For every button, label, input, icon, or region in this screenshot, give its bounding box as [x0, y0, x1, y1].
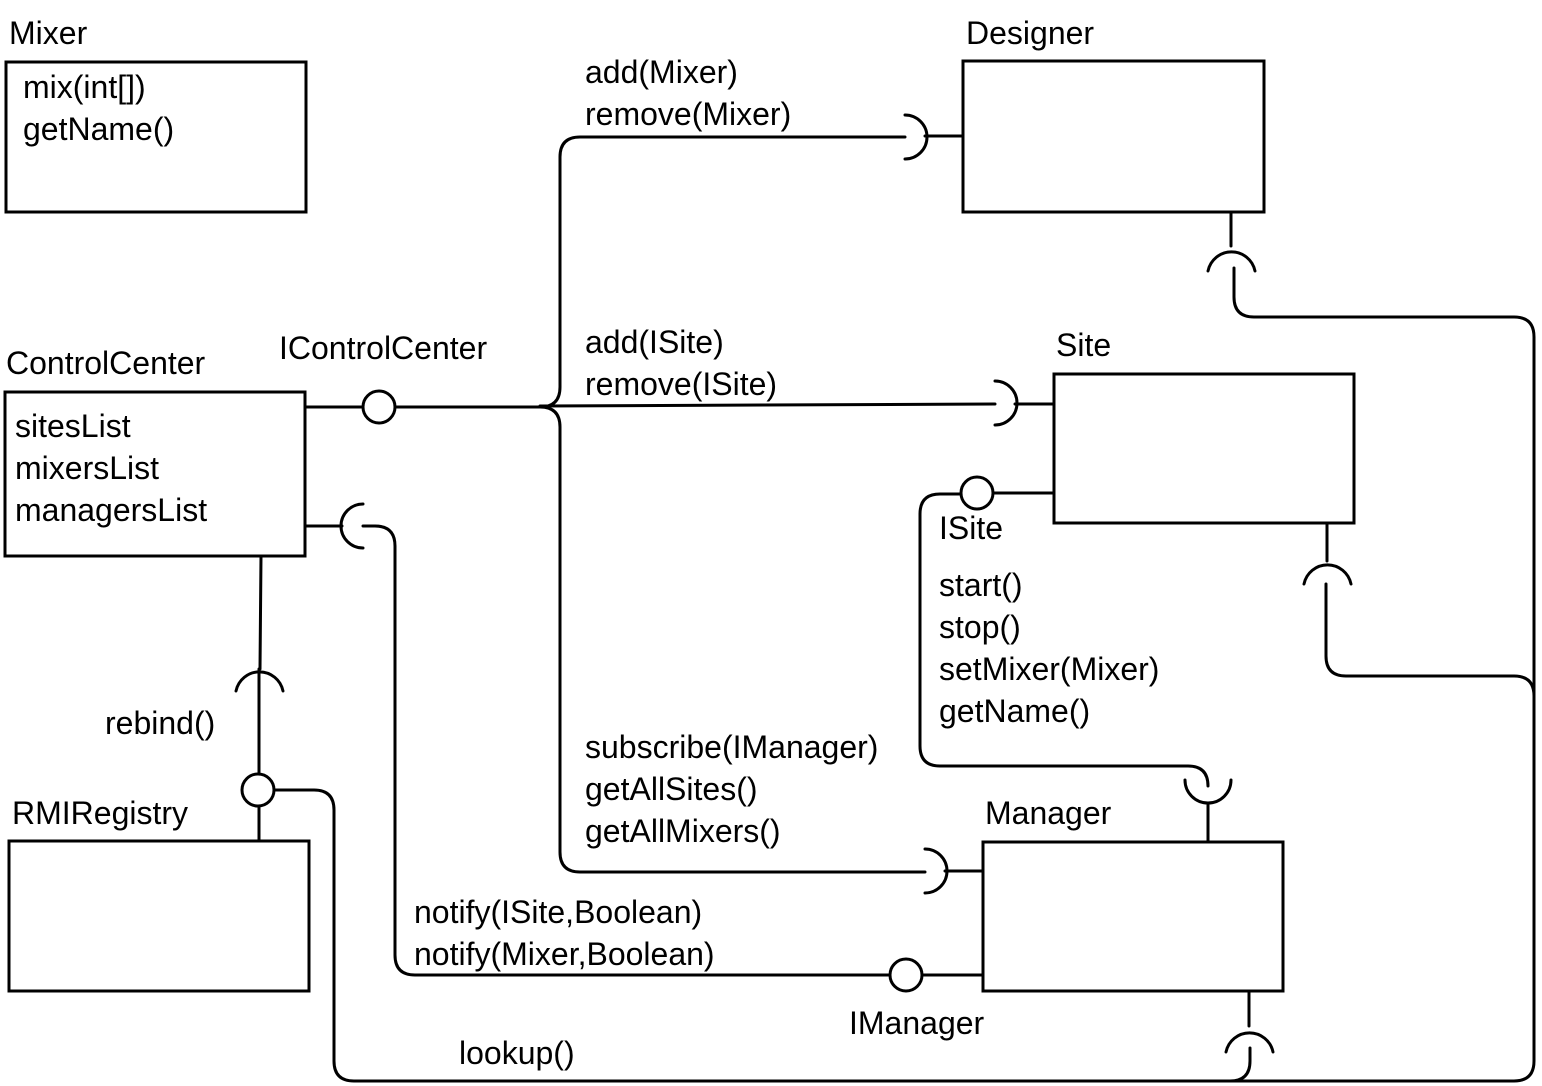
icontrolcenter-label: IControlCenter [279, 330, 487, 366]
site-title: Site [1056, 327, 1111, 363]
control-center-title: ControlCenter [6, 345, 206, 381]
registry-connectors [234, 210, 1536, 1083]
isite-ball [959, 475, 995, 511]
isite-op-2: stop() [939, 609, 1021, 645]
site-socket [993, 379, 1056, 427]
mixer-box [4, 60, 308, 214]
designer-op-1: add(Mixer) [585, 54, 738, 90]
mixer-component: Mixer mix(int[]) getName() [4, 15, 308, 214]
designer-component: Designer [961, 15, 1266, 214]
isite-op-4: getName() [939, 693, 1090, 729]
mixer-member-2: getName() [23, 111, 174, 147]
manager-op-2: getAllSites() [585, 771, 758, 807]
interface-labels: IControlCenter ISite IManager [279, 330, 1003, 1041]
mixer-member-1: mix(int[]) [23, 69, 146, 105]
designer-op-2: remove(Mixer) [585, 96, 791, 132]
imanager-op-1: notify(ISite,Boolean) [414, 894, 702, 930]
rmi-registry-title: RMIRegistry [12, 795, 188, 831]
designer-socket [903, 113, 964, 161]
rebind-label: rebind() [105, 705, 215, 741]
site-box [1052, 372, 1356, 525]
site-op-1: add(ISite) [585, 324, 724, 360]
designer-box [961, 59, 1266, 214]
manager-socket [923, 847, 984, 895]
isite-op-1: start() [939, 567, 1023, 603]
manager-op-3: getAllMixers() [585, 813, 781, 849]
imanager-label: IManager [849, 1005, 985, 1041]
control-center-component: ControlCenter sitesList mixersList manag… [3, 345, 307, 558]
isite-op-3: setMixer(Mixer) [939, 651, 1159, 687]
icontrolcenter-ball [361, 389, 397, 425]
icontrolcenter-connectors [303, 135, 997, 874]
registry-ball [240, 772, 276, 808]
mixer-title: Mixer [9, 15, 88, 51]
site-op-2: remove(ISite) [585, 366, 777, 402]
imanager-connectors [303, 502, 985, 993]
control-center-box [3, 390, 307, 558]
manager-component: Manager [981, 795, 1285, 993]
isite-label: ISite [939, 510, 1003, 546]
rmi-registry-box [7, 839, 311, 993]
lookup-label: lookup() [459, 1035, 575, 1071]
control-center-member-1: sitesList [15, 408, 131, 444]
operation-labels: add(Mixer) remove(Mixer) add(ISite) remo… [105, 54, 1159, 1071]
manager-box [981, 840, 1285, 993]
rmi-registry-component: RMIRegistry [7, 795, 311, 993]
control-center-member-2: mixersList [15, 450, 159, 486]
manager-title: Manager [985, 795, 1112, 831]
imanager-op-2: notify(Mixer,Boolean) [414, 936, 715, 972]
manager-op-1: subscribe(IManager) [585, 729, 878, 765]
site-component: Site [1052, 327, 1356, 525]
designer-title: Designer [966, 15, 1094, 51]
control-center-member-3: managersList [15, 492, 207, 528]
imanager-ball [888, 957, 924, 993]
isite-connectors [918, 475, 1233, 844]
